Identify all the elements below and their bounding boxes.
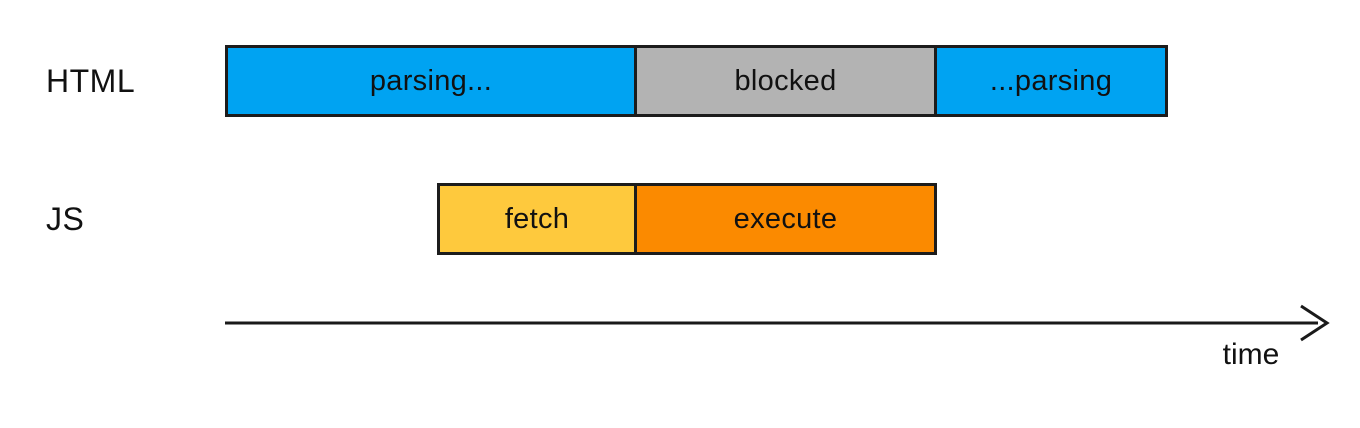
segment-label-parsing-resume: ...parsing [989, 64, 1113, 97]
segment-label-fetch: fetch [504, 202, 570, 235]
segment-label-execute: execute [733, 202, 838, 235]
row-label-js: JS [46, 200, 85, 237]
segment-html-parsing-resume: ...parsing [934, 45, 1168, 117]
segment-html-parsing-start: parsing... [225, 45, 637, 117]
segment-js-execute: execute [634, 183, 937, 255]
time-axis-label: time [1222, 338, 1280, 371]
js-timeline-bar: fetch execute [437, 183, 937, 255]
segment-label-blocked: blocked [734, 64, 837, 97]
row-label-html: HTML [46, 62, 136, 99]
segment-label-parsing-start: parsing... [369, 64, 493, 97]
segment-html-blocked: blocked [634, 45, 937, 117]
html-timeline-bar: parsing... blocked ...parsing [225, 45, 1168, 117]
segment-js-fetch: fetch [437, 183, 637, 255]
